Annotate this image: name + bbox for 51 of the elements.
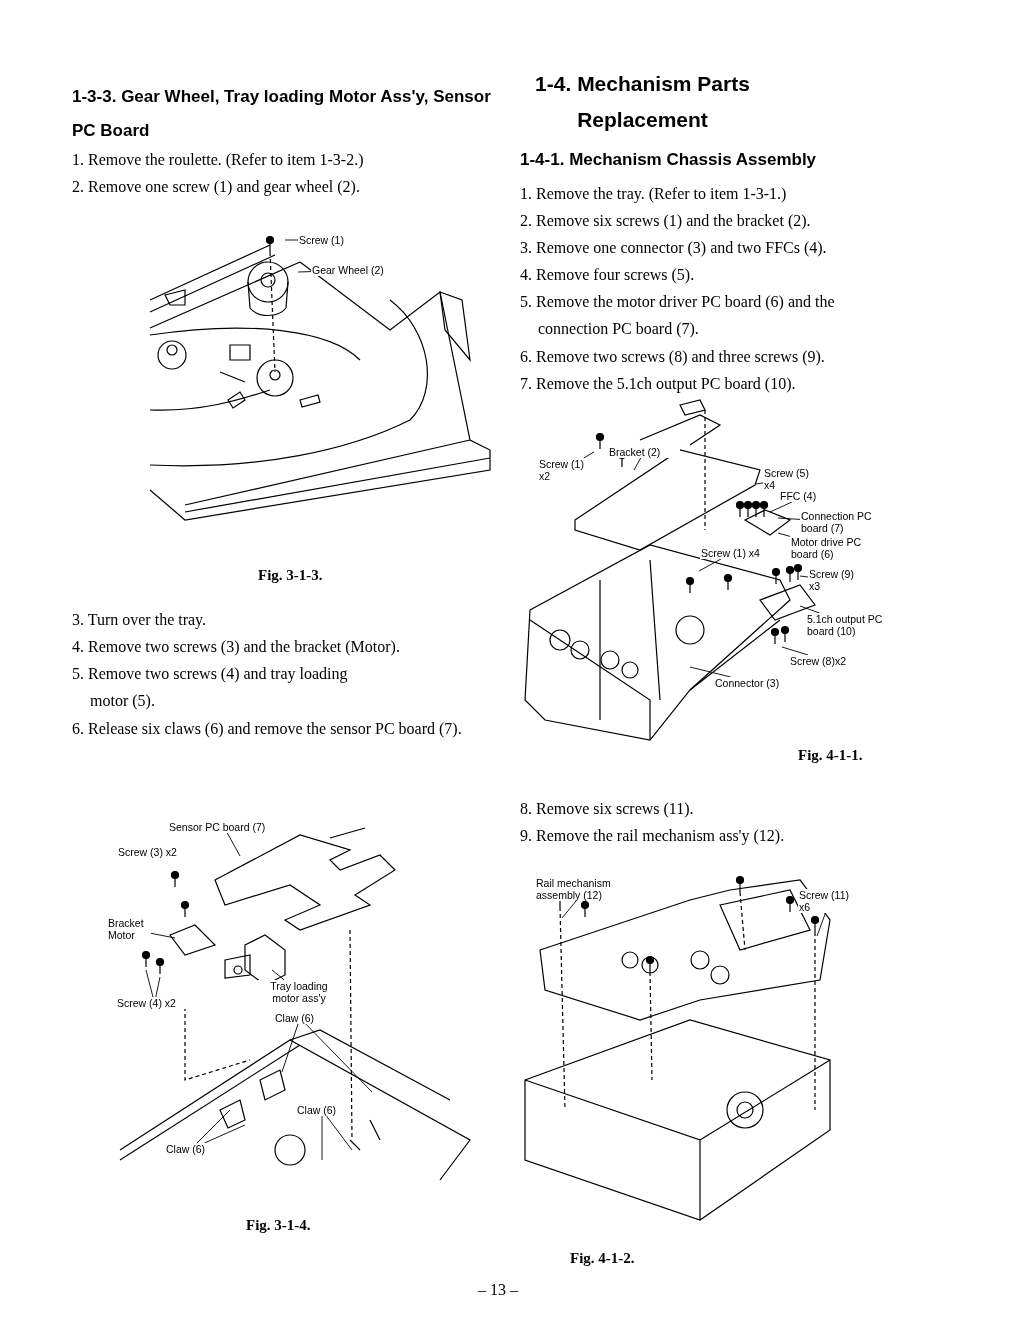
section-heading: 1-3-3. Gear Wheel, Tray loading Motor Ass'y, Sensor PC Board [72, 86, 492, 142]
step-text: 1. Remove the roulette. (Refer to item 1-3-2.) [72, 150, 365, 171]
figure-caption: Fig. 4-1-1. [798, 746, 864, 765]
leader-line [226, 832, 241, 857]
step-text: 4. Remove two screws (3) and the bracket (Motor). [72, 637, 401, 658]
figure-caption: Fig. 3-1-4. [246, 1216, 312, 1235]
leader-line [196, 1109, 231, 1144]
leader-line [777, 532, 791, 537]
step-text: 2. Remove six screws (1) and the bracket (2). [520, 211, 812, 232]
leader-line [777, 517, 801, 520]
subsection-heading: 1-4-1. Mechanism Chassis Assembly [520, 149, 818, 171]
leader-line [781, 646, 809, 656]
leader-line [326, 1115, 353, 1151]
leader-line [145, 969, 154, 998]
leader-line [305, 1023, 373, 1093]
step-text: 2. Remove one screw (1) and gear wheel (2). [72, 177, 361, 198]
leader-line [150, 932, 176, 939]
leader-line [321, 1115, 323, 1161]
step-text: 6. Release six claws (6) and remove the sensor PC board (7). [72, 719, 463, 740]
leader-line [816, 912, 826, 937]
step-text: 9. Remove the rail mechanism ass'y (12). [520, 826, 786, 847]
step-text: 6. Remove two screws (8) and three screws (9). [520, 347, 826, 368]
figure-caption: Fig. 3-1-3. [258, 566, 324, 585]
leader-line [698, 558, 722, 572]
leader-line [271, 969, 285, 981]
leader-line [633, 457, 642, 471]
leader-line [204, 1124, 246, 1144]
leader-line [297, 271, 312, 273]
leader-line [689, 666, 732, 678]
leader-line [769, 501, 793, 513]
step-text: 3. Remove one connector (3) and two FFCs (4). [520, 238, 828, 259]
callout-label: Bracket (2) [608, 446, 680, 458]
leader-line [155, 976, 161, 998]
figure-caption: Fig. 4-1-2. [570, 1249, 636, 1268]
leader-line [799, 605, 820, 614]
step-text: 7. Remove the 5.1ch output PC board (10). [520, 374, 797, 395]
leader-line [755, 482, 764, 485]
step-text: 3. Turn over the tray. [72, 610, 208, 631]
step-text: 4. Remove four screws (5). [520, 265, 696, 286]
step-text: 5. Remove two screws (4) and tray loading motor (5). [72, 664, 349, 712]
step-text: 5. Remove the motor driver PC board (6) and the connection PC board (7). [520, 292, 836, 340]
leader-line [561, 900, 577, 919]
leader-line [583, 451, 595, 459]
section-heading: 1-4. Mechanism Parts Replacement [534, 71, 751, 133]
page-number: – 13 – [478, 1280, 519, 1300]
leader-line [284, 239, 299, 241]
leader-line [281, 1023, 299, 1073]
step-text: 8. Remove six screws (11). [520, 799, 695, 819]
callout-label: Screw (1) x2 [538, 458, 588, 482]
step-text: 1. Remove the tray. (Refer to item 1-3-1.) [520, 184, 788, 205]
leader-line [799, 575, 809, 578]
